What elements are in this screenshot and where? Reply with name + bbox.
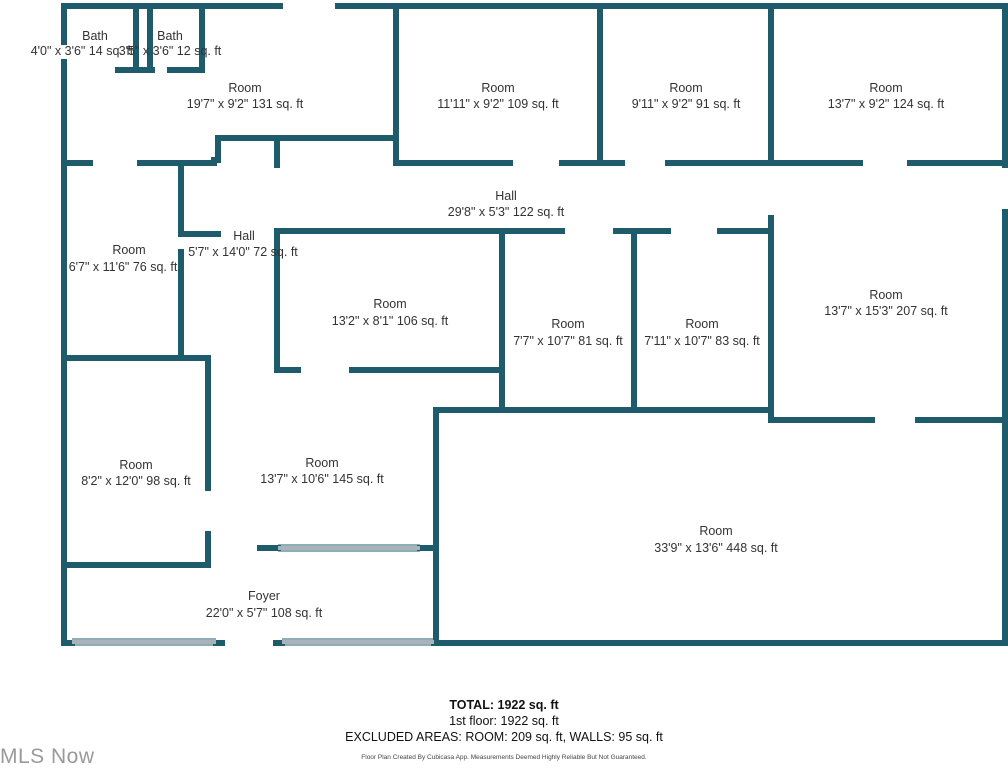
windows	[72, 546, 434, 644]
room-name: Room	[112, 243, 145, 257]
room-name: Room	[669, 81, 702, 95]
room-dims: 13'2" x 8'1" 106 sq. ft	[332, 314, 449, 328]
room-labels: Bath 4'0" x 3'6" 14 sq. ft Bath 3'5" x 3…	[31, 29, 949, 620]
room-dims: 7'11" x 10'7" 83 sq. ft	[644, 334, 760, 348]
excluded-areas: EXCLUDED AREAS: ROOM: 209 sq. ft, WALLS:…	[345, 730, 663, 744]
room-dims: 19'7" x 9'2" 131 sq. ft	[187, 97, 304, 111]
room-dims: 6'7" x 11'6" 76 sq. ft	[69, 260, 178, 274]
room-dims: 7'7" x 10'7" 81 sq. ft	[513, 334, 623, 348]
room-name: Room	[481, 81, 514, 95]
room-dims: 5'7" x 14'0" 72 sq. ft	[188, 245, 298, 259]
room-dims: 13'7" x 15'3" 207 sq. ft	[824, 304, 948, 318]
room-dims: 4'0" x 3'6" 14 sq. ft	[31, 44, 134, 58]
room-name: Room	[699, 524, 732, 538]
room-dims: 33'9" x 13'6" 448 sq. ft	[654, 541, 778, 555]
watermark: MLS Now	[0, 745, 95, 768]
room-dims: 11'11" x 9'2" 109 sq. ft	[437, 97, 559, 111]
room-dims: 3'5" x 3'6" 12 sq. ft	[119, 44, 222, 58]
room-name: Hall	[495, 189, 517, 203]
room-name: Room	[228, 81, 261, 95]
walls	[61, 3, 1008, 646]
total-area: TOTAL: 1922 sq. ft	[0, 698, 1008, 712]
room-name: Room	[373, 297, 406, 311]
window-frames	[72, 544, 434, 646]
room-name: Room	[119, 458, 152, 472]
room-name: Bath	[82, 29, 108, 43]
room-name: Hall	[233, 229, 255, 243]
room-name: Room	[869, 81, 902, 95]
floor-area: 1st floor: 1922 sq. ft	[449, 714, 559, 728]
room-dims: 9'11" x 9'2" 91 sq. ft	[632, 97, 741, 111]
room-name: Room	[551, 317, 584, 331]
room-dims: 13'7" x 9'2" 124 sq. ft	[828, 97, 945, 111]
floor-plan: Bath 4'0" x 3'6" 14 sq. ft Bath 3'5" x 3…	[31, 3, 1008, 646]
room-name: Bath	[157, 29, 183, 43]
room-name: Room	[685, 317, 718, 331]
credit-line: Floor Plan Created By Cubicasa App. Meas…	[361, 754, 647, 761]
room-name: Room	[869, 288, 902, 302]
room-dims: 22'0" x 5'7" 108 sq. ft	[206, 606, 323, 620]
total-label: TOTAL:	[449, 698, 495, 712]
room-dims: 13'7" x 10'6" 145 sq. ft	[260, 472, 384, 486]
room-name: Room	[305, 456, 338, 470]
room-dims: 29'8" x 5'3" 122 sq. ft	[448, 205, 565, 219]
room-dims: 8'2" x 12'0" 98 sq. ft	[81, 474, 191, 488]
room-name: Foyer	[248, 589, 280, 603]
total-value: 1922 sq. ft	[497, 698, 559, 712]
